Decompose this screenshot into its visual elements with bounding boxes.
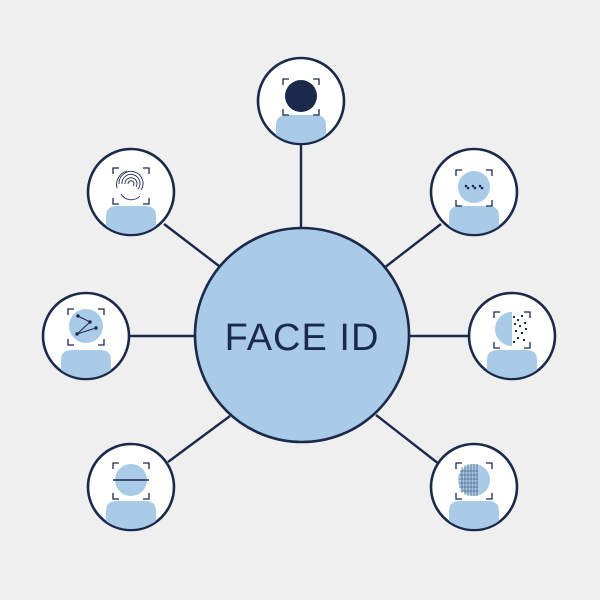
hub-circle — [193, 226, 411, 444]
scan-corners — [493, 311, 531, 349]
node-top-right — [429, 147, 519, 237]
fingerprint-swirls — [116, 170, 144, 201]
landmark-lines — [76, 315, 97, 335]
head — [458, 171, 490, 203]
scan-corners — [282, 78, 320, 116]
node-bottom-right — [429, 442, 519, 532]
head — [285, 80, 317, 112]
white-half — [512, 312, 530, 346]
connector-top-right — [383, 223, 442, 269]
eye-dots — [464, 184, 484, 190]
landmark-points — [75, 314, 98, 336]
connectors — [129, 144, 470, 465]
shoulders — [276, 115, 326, 144]
data-dots — [513, 315, 527, 343]
node-top — [256, 56, 346, 146]
face-dots-icon — [449, 169, 499, 235]
scan-corners — [67, 308, 105, 346]
connector-bottom-right — [375, 414, 440, 465]
shoulders — [449, 501, 499, 530]
node-bottom-left — [86, 442, 176, 532]
connector-bottom-left — [167, 415, 231, 463]
shoulders — [106, 206, 156, 235]
shoulders — [61, 350, 111, 379]
node-right — [467, 291, 557, 381]
hub: FACE ID — [193, 226, 411, 444]
scan-corners — [455, 169, 493, 207]
shoulders — [487, 350, 537, 379]
face-dark-head-icon — [276, 78, 326, 144]
scan-corners — [112, 167, 150, 205]
scan-corners — [455, 462, 493, 500]
shoulders — [106, 501, 156, 530]
scan-corners — [112, 462, 150, 500]
hub-label: FACE ID — [225, 317, 380, 359]
face-scan-line-icon — [106, 462, 156, 530]
face-fingerprint-icon — [106, 167, 156, 235]
node-left — [41, 291, 131, 381]
shoulders — [449, 206, 499, 235]
face-half-pattern-icon — [487, 311, 537, 379]
grid-lines — [459, 464, 478, 496]
face-landmarks-icon — [61, 308, 111, 379]
face-grid-pattern-icon — [449, 462, 499, 530]
node-top-left — [86, 147, 176, 237]
connector-top-left — [163, 223, 220, 267]
